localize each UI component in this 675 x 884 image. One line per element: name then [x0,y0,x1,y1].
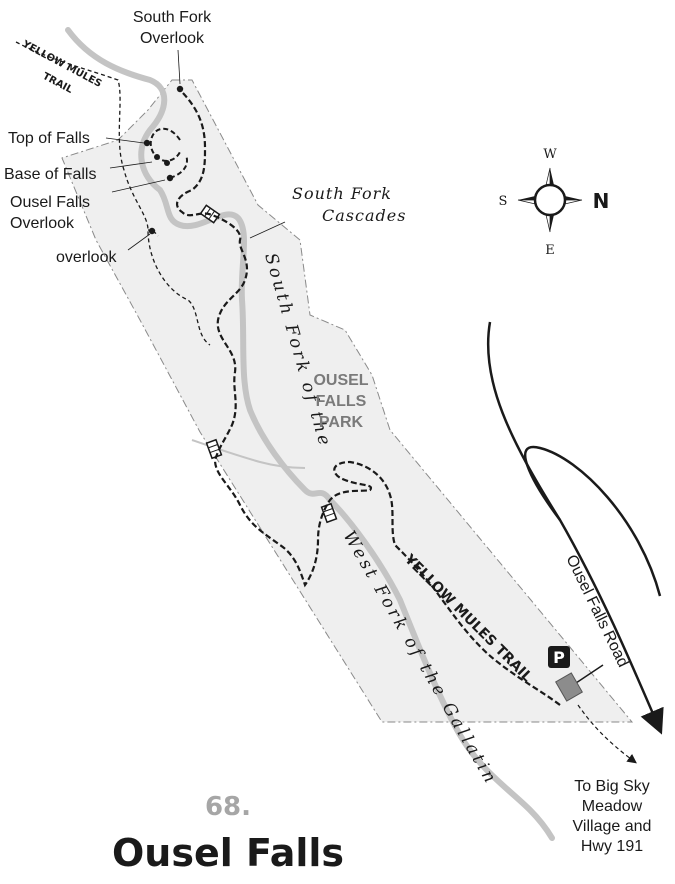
label-base-of-falls: Base of Falls [4,166,96,183]
map-number: 68. [205,792,251,822]
river [65,27,555,841]
point-top-of-falls [143,139,151,147]
park-boundary [61,79,634,723]
leader-base-of-falls [109,161,153,169]
parking-icon: P [548,646,570,668]
parking-letter: P [553,648,565,667]
compass-west: W [543,147,557,162]
leader-top-of-falls [105,137,145,144]
main-trail [175,89,561,706]
label-destination-4: Hwy 191 [581,838,643,855]
label-park-1: OUSEL [313,372,368,389]
label-south-fork-cascades-2: Cascades [322,206,406,225]
route-to-big-sky [577,704,637,764]
label-south-fork-overlook-1: South Fork [133,9,212,26]
compass-east: E [545,243,555,258]
parking-access-road [572,664,604,686]
point-falls-b [164,160,170,166]
yellow-mules-trail-upper [15,41,211,346]
point-overlook [148,227,156,235]
label-park-2: FALLS [316,393,367,410]
compass-icon [517,167,583,233]
label-park-3: PARK [319,414,364,431]
parking-lot [555,672,583,702]
label-ousel-falls-overlook-1: Ousel Falls [10,194,90,211]
ousel-falls-road [486,321,664,735]
label-destination-1: To Big Sky [574,778,650,795]
leader-south-fork-overlook [177,49,181,85]
compass-south: S [499,194,508,209]
label-top-of-falls: Top of Falls [8,130,90,147]
leader-ousel-falls-overlook [111,179,166,193]
label-overlook: overlook [56,249,117,266]
point-ousel-falls-overlook [166,174,174,182]
leader-overlook [127,233,151,251]
label-south-fork-cascades-1: South Fork [292,184,392,203]
map-title: Ousel Falls [112,831,344,875]
point-south-fork-overlook [176,85,184,93]
leader-cascades [249,221,286,239]
label-destination-2: Meadow [582,798,643,815]
compass-north: N [593,189,610,213]
point-falls-a [154,154,160,160]
label-ousel-falls-overlook-2: Overlook [10,215,75,232]
label-destination-3: Village and [573,818,652,835]
label-south-fork-overlook-2: Overlook [140,30,205,47]
ousel-falls-road-loop [523,445,662,597]
